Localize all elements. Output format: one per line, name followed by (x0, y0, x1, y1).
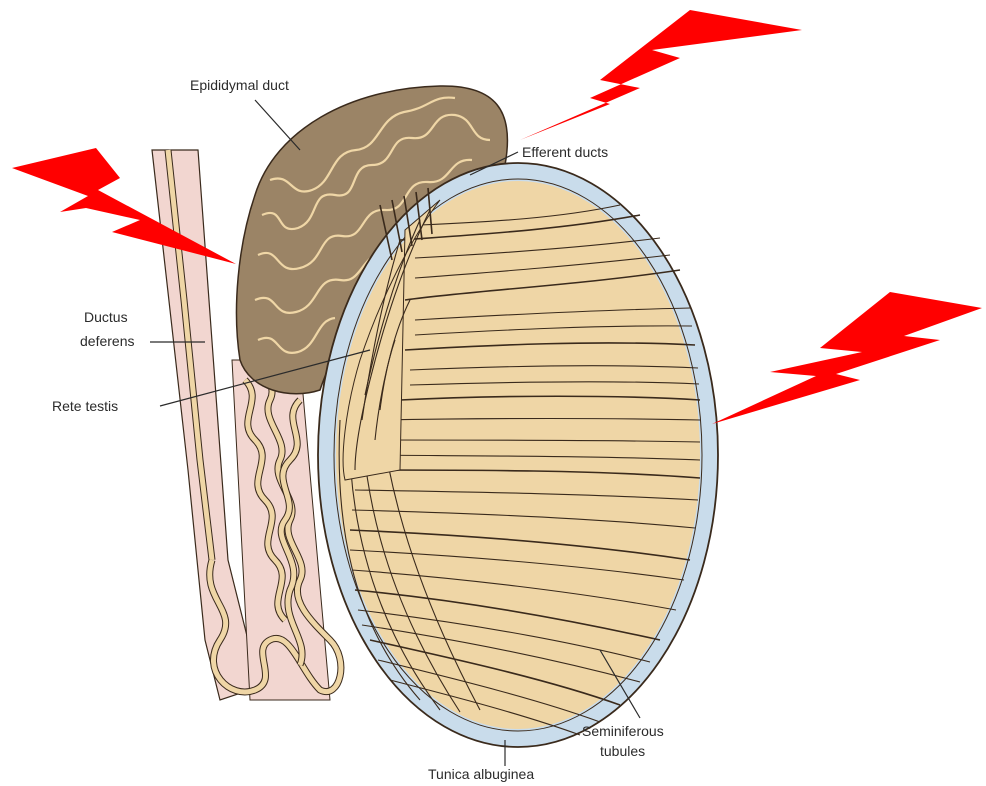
label-efferent-ducts: Efferent ducts (522, 144, 608, 160)
label-ductus-deferens-line2: deferens (80, 333, 134, 349)
lightning-bolt-icon (712, 292, 982, 424)
lightning-bolt-icon (520, 10, 802, 140)
label-seminiferous-line1: Seminiferous (582, 723, 664, 739)
label-epididymal-duct: Epididymal duct (190, 77, 289, 93)
label-tunica-albuginea: Tunica albuginea (428, 766, 534, 782)
label-rete-testis: Rete testis (52, 398, 118, 414)
label-seminiferous-line2: tubules (600, 743, 645, 759)
leader-epididymal-duct (255, 100, 300, 150)
label-ductus-deferens-line1: Ductus (84, 309, 128, 325)
